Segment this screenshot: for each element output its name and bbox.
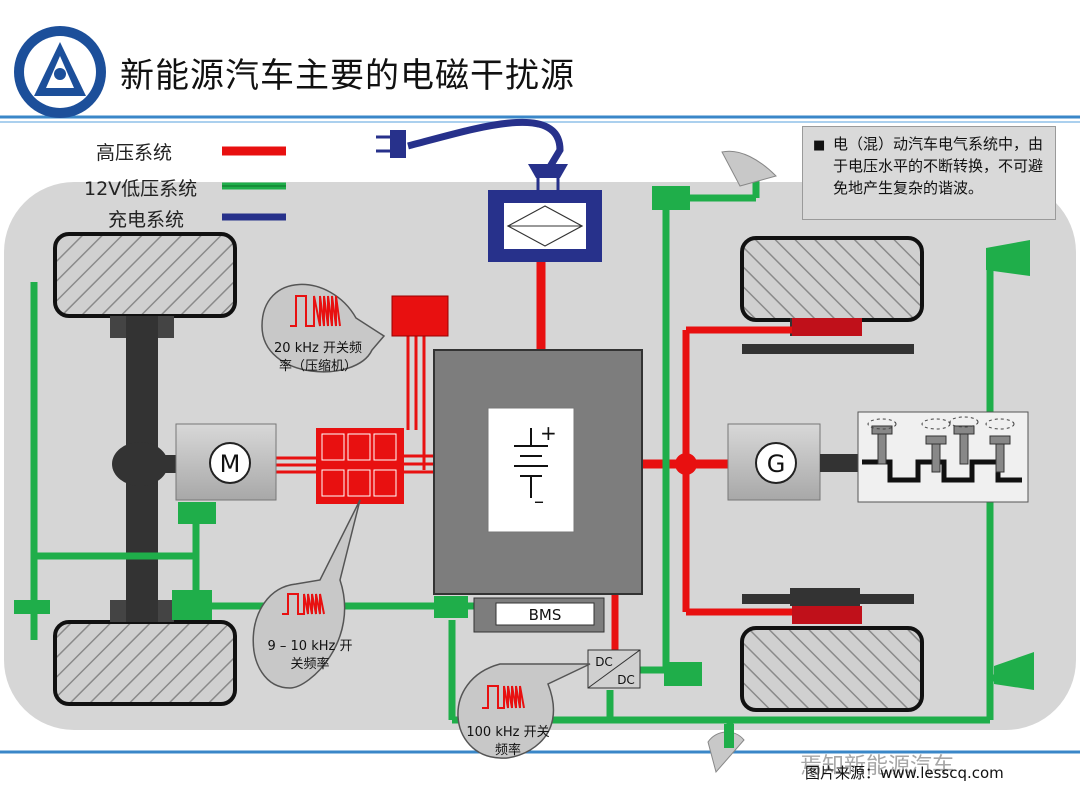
lv-speaker-top xyxy=(986,240,1030,276)
bubble-dcdc xyxy=(457,663,591,759)
differential xyxy=(112,442,168,486)
onboard-charger xyxy=(488,190,602,262)
page-title: 新能源汽车主要的电磁干扰源 xyxy=(120,56,575,96)
legend-lv-label: 12V低压系统 xyxy=(84,178,198,200)
dcdc-converter xyxy=(587,649,641,689)
lv-connector-bms xyxy=(434,596,468,618)
bubble-inverter xyxy=(252,499,361,689)
bubble-compressor-line1: 20 kHz 开关频 xyxy=(274,341,362,356)
mirror-top xyxy=(721,150,777,187)
battery-pack: + – xyxy=(433,349,643,595)
info-note-text: 电（混）动汽车电气系统中，由于电压水平的不断转换，不可避免地产生复杂的谐波。 xyxy=(833,135,1044,197)
info-note: ■ 电（混）动汽车电气系统中，由于电压水平的不断转换，不可避免地产生复杂的谐波。 xyxy=(802,126,1056,220)
caeri-logo xyxy=(14,26,106,118)
lv-connector-left xyxy=(14,600,50,614)
legend-charge-label: 充电系统 xyxy=(108,209,185,231)
dcdc-bottom-label: DC xyxy=(617,673,635,687)
right-hub-top xyxy=(792,318,862,336)
right-axle-top xyxy=(742,344,914,354)
svg-text:–: – xyxy=(534,489,544,513)
wheel-front-left xyxy=(53,232,237,318)
inverter-bridge xyxy=(316,428,404,504)
bms-label: BMS xyxy=(529,606,562,624)
right-hub-bottom xyxy=(792,606,862,624)
lv-connector-motor xyxy=(178,502,216,524)
image-source: 图片来源：www.lesscq.com xyxy=(805,764,1004,782)
lv-connector-top xyxy=(652,186,690,210)
bubble-compressor xyxy=(261,283,386,373)
legend-hv-label: 高压系统 xyxy=(96,142,173,164)
bubble-dcdc-line1: 100 kHz 开关 xyxy=(466,725,549,740)
watermark: 焉知新能源汽车 xyxy=(800,754,955,779)
dcdc-top-label: DC xyxy=(595,655,613,669)
lv-connector-dcdc xyxy=(664,662,702,686)
generator-circle xyxy=(755,442,797,484)
wheel-rear-left xyxy=(53,620,237,706)
bubble-dcdc-line2: 频率 xyxy=(495,742,521,758)
wheel-front-right xyxy=(740,236,924,322)
bubble-inverter-line1: 9 – 10 kHz 开 xyxy=(268,639,353,654)
motor-label: M xyxy=(220,450,241,478)
compressor-unit xyxy=(391,295,449,337)
motor-circle xyxy=(209,442,251,484)
bubble-inverter-line2: 关频率 xyxy=(290,656,329,672)
lv-speaker-bottom xyxy=(994,652,1034,690)
lv-battery-12v xyxy=(172,590,212,620)
wheel-rear-right xyxy=(740,626,924,712)
bubble-compressor-line2: 率（压缩机） xyxy=(279,358,357,374)
engine xyxy=(857,411,1029,503)
charge-plug xyxy=(376,118,568,190)
svg-text:+: + xyxy=(540,421,557,445)
generator-label: G xyxy=(767,450,786,478)
bullet-icon: ■ xyxy=(813,138,826,153)
